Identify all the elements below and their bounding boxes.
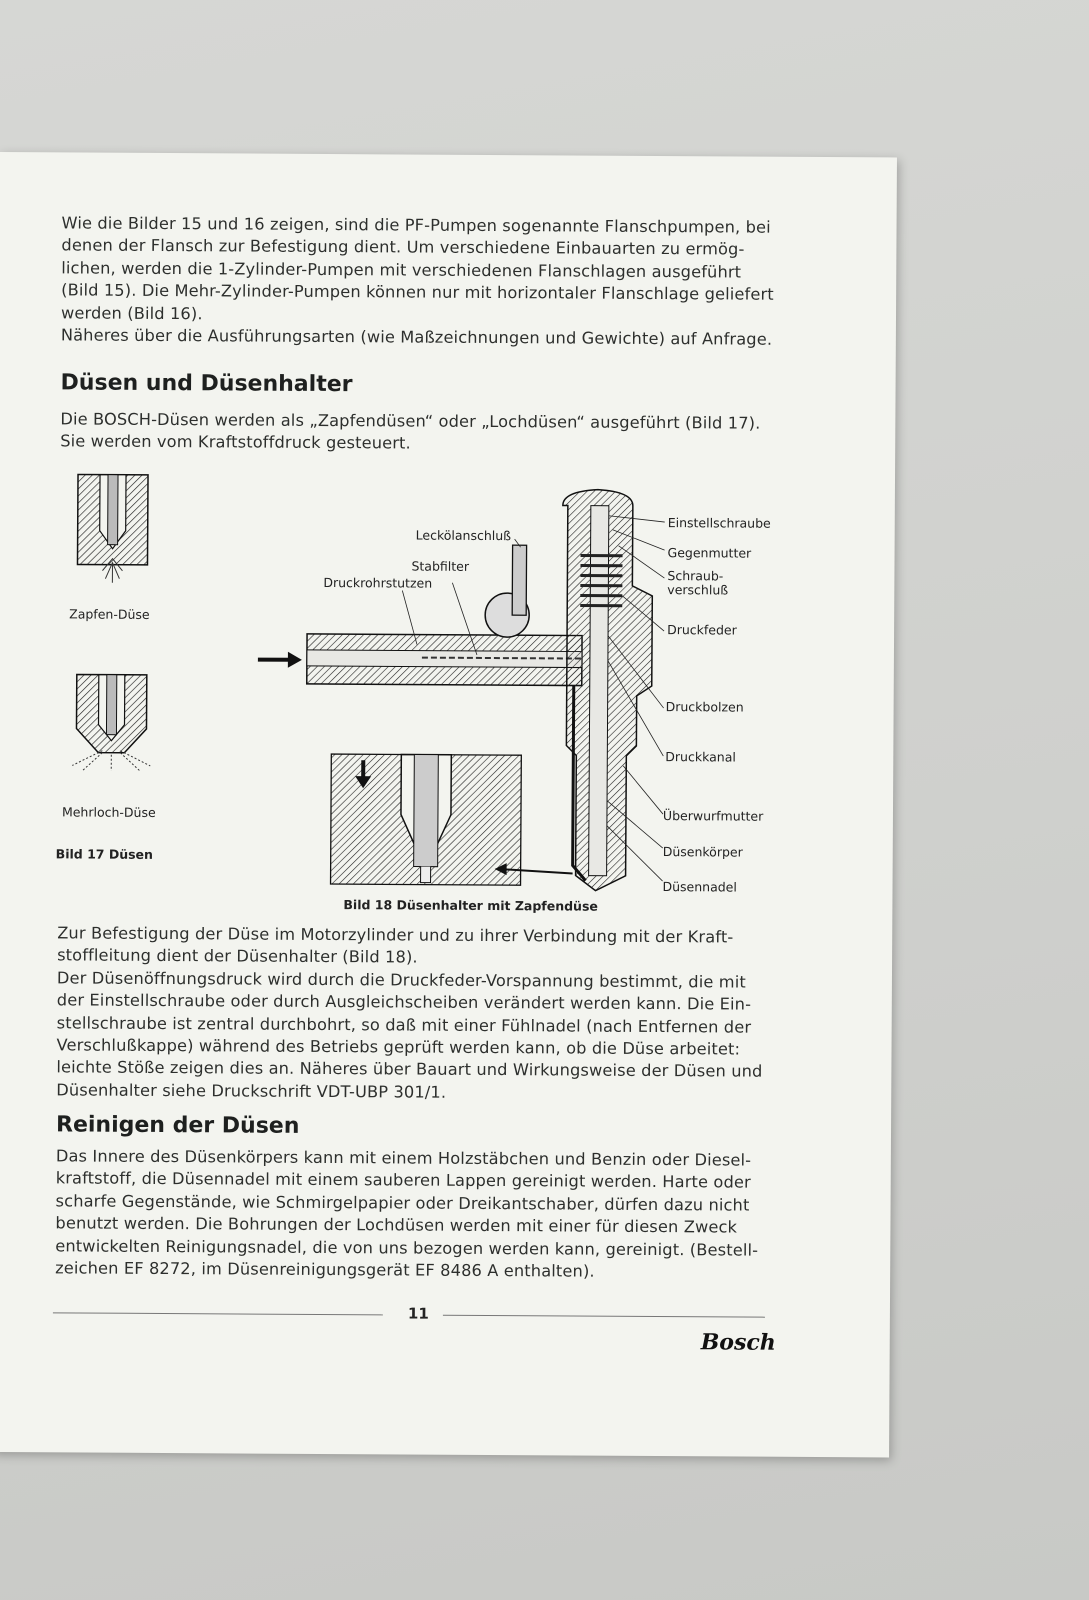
footer-rule-right xyxy=(442,1314,765,1318)
label-druckbolzen: Druckbolzen xyxy=(665,699,744,715)
caption-bild-17: Bild 17 Düsen xyxy=(55,846,154,862)
intro-paragraph: Wie die Bilder 15 und 16 zeigen, sind di… xyxy=(61,212,798,351)
page-number: 11 xyxy=(407,1304,429,1323)
section-heading-nozzles: Düsen und Düsenhalter xyxy=(60,370,353,398)
label-ueberwurfmutter: Überwurfmutter xyxy=(662,808,764,824)
label-stabfilter: Stabfilter xyxy=(411,558,470,574)
label-zapfen-duese: Zapfen-Düse xyxy=(69,606,150,622)
label-druckkanal: Druckkanal xyxy=(665,749,736,765)
bosch-logo: Bosch xyxy=(700,1329,776,1356)
label-schraubverschluss-2: verschluß xyxy=(667,582,729,598)
nozzle-figure-17 xyxy=(72,473,151,772)
section-heading-cleaning: Reinigen der Düsen xyxy=(55,1112,300,1139)
text-line: zeichen EF 8272, im Düsenreinigungsgerät… xyxy=(55,1258,595,1281)
mount-paragraph: Zur Befestigung der Düse im Motorzylinde… xyxy=(56,922,793,1106)
text-line: Düsenhalter siehe Druckschrift VDT-UBP 3… xyxy=(56,1080,447,1102)
label-duesenkoerper: Düsenkörper xyxy=(662,844,743,860)
cleaning-paragraph: Das Innere des Düsenkörpers kann mit ein… xyxy=(55,1145,792,1284)
label-mehrloch-duese: Mehrloch-Düse xyxy=(61,804,156,820)
label-gegenmutter: Gegenmutter xyxy=(667,545,752,561)
nozzles-paragraph: Die BOSCH-Düsen werden als „Zapfendüsen“… xyxy=(60,408,796,457)
footer-rule-left xyxy=(52,1312,383,1316)
label-schraubverschluss-1: Schraub- xyxy=(667,568,724,584)
label-druckfeder: Druckfeder xyxy=(667,622,737,638)
text-line: Näheres über die Ausführungsarten (wie M… xyxy=(60,325,773,349)
label-einstellschraube: Einstellschraube xyxy=(667,515,771,531)
text-line: Sie werden vom Kraftstoffdruck gesteuert… xyxy=(60,431,411,453)
caption-bild-18: Bild 18 Düsenhalter mit Zapfendüse xyxy=(343,897,598,914)
zapfen-nozzle-drawing xyxy=(76,473,149,583)
label-druckrohrstutzen: Druckrohrstutzen xyxy=(323,574,433,591)
label-duesennadel: Düsennadel xyxy=(662,879,737,895)
mehrloch-nozzle-drawing xyxy=(72,673,151,772)
nozzle-holder-figure-18 xyxy=(257,488,665,892)
document-page: Wie die Bilder 15 und 16 zeigen, sind di… xyxy=(0,152,897,1458)
label-leckoelanschluss: Leckölanschluß xyxy=(415,527,512,544)
